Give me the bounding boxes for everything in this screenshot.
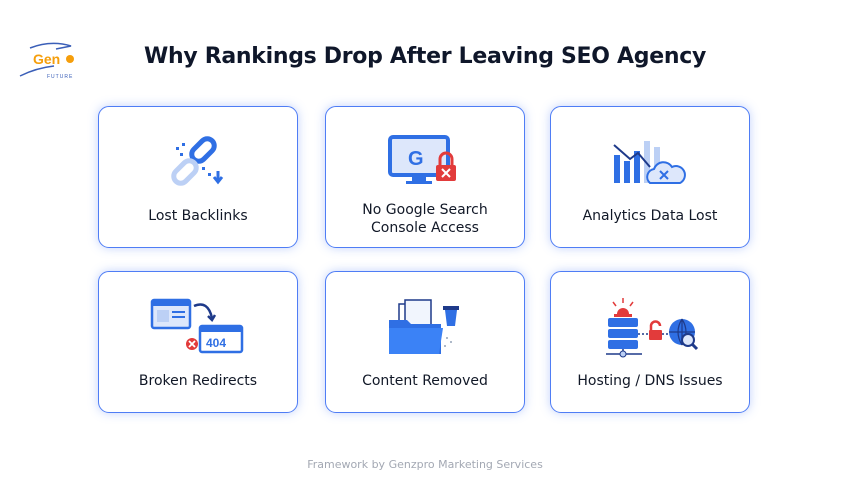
- error-code: 404: [206, 336, 226, 350]
- page-title: Why Rankings Drop After Leaving SEO Agen…: [143, 44, 706, 69]
- card-content-removed: Content Removed: [325, 271, 525, 413]
- footer-credit: Framework by Genzpro Marketing Services: [307, 458, 543, 471]
- card-label: Broken Redirects: [138, 373, 258, 389]
- svg-text:G: G: [408, 148, 424, 170]
- redirect-404-icon: 404: [150, 298, 244, 354]
- locked-monitor-icon: G: [388, 135, 456, 184]
- card-broken-redirects: 404 Broken Redirects: [98, 271, 298, 413]
- card-lost-backlinks: Lost Backlinks: [98, 106, 298, 248]
- card-analytics-lost: Analytics Data Lost: [550, 106, 750, 248]
- card-label: Analytics Data Lost: [582, 208, 718, 224]
- svg-text:Gen: Gen: [33, 51, 60, 67]
- broken-link-icon: [171, 136, 224, 186]
- card-label: Lost Backlinks: [148, 208, 248, 224]
- folder-trash-icon: [389, 299, 459, 354]
- card-label: No Google Search Console Access: [362, 202, 488, 236]
- svg-text:FUTURE: FUTURE: [47, 74, 73, 80]
- card-label: Content Removed: [362, 373, 488, 389]
- card-no-gsc-access: G No Google Search Console Access: [325, 106, 525, 248]
- chart-cloud-error-icon: [613, 141, 686, 184]
- server-globe-icon: [606, 298, 699, 358]
- card-label: Hosting / DNS Issues: [577, 373, 723, 389]
- card-hosting-dns: Hosting / DNS Issues: [550, 271, 750, 413]
- logo: Gen FUTURE: [16, 40, 86, 82]
